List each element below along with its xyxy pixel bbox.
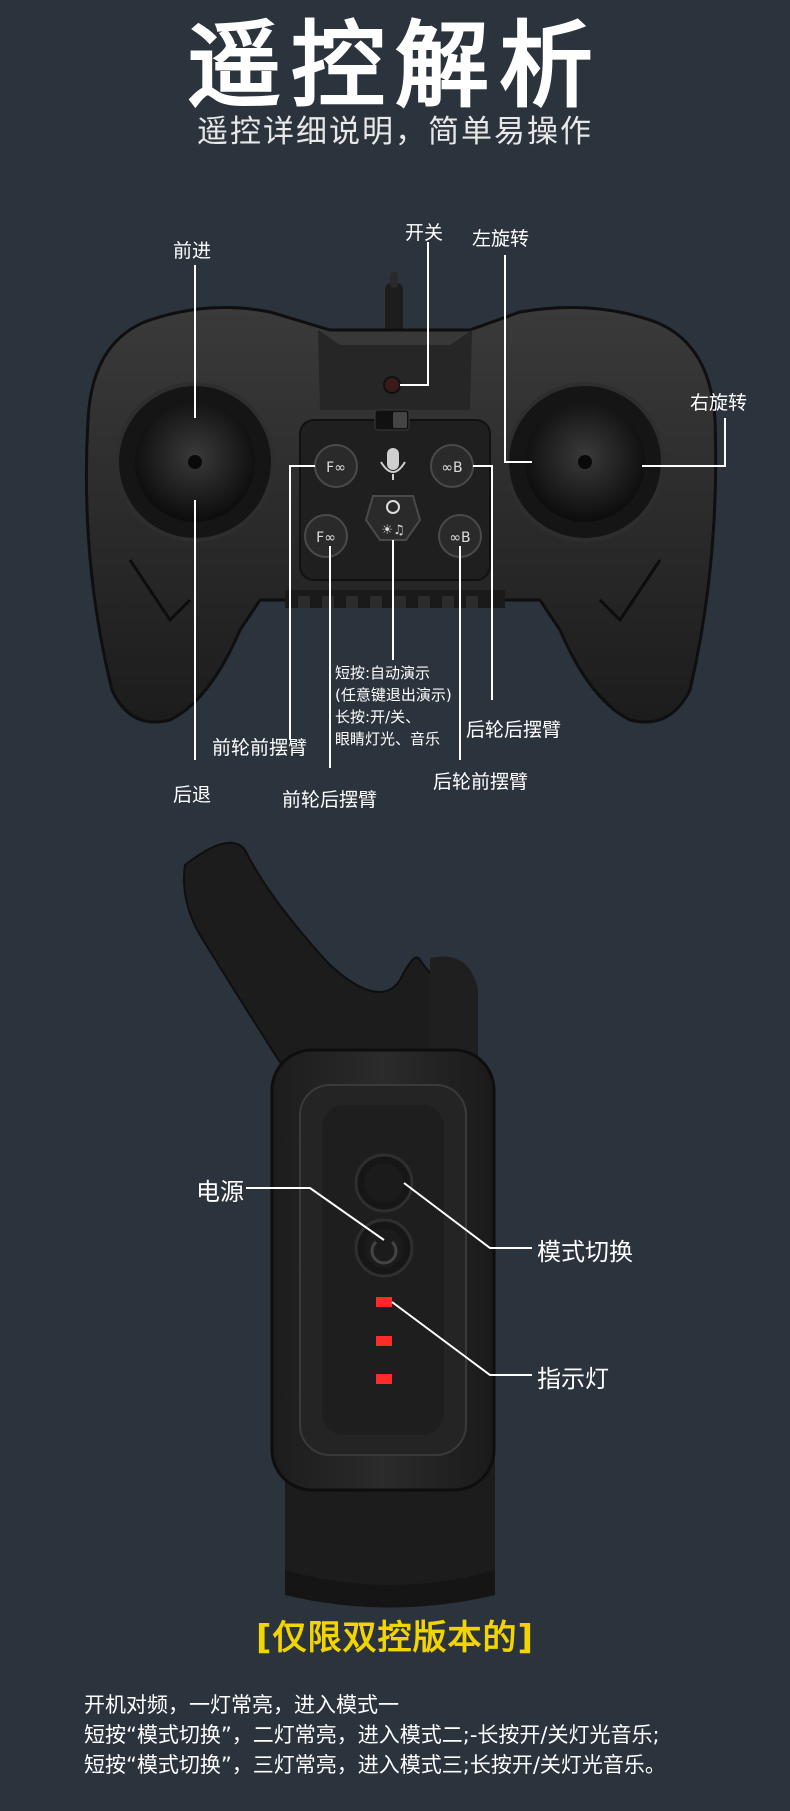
label-rear-wheel-rear-arm: 后轮后摆臂 [466,719,562,741]
label-rotate-left: 左旋转 [472,228,530,250]
rear-wheel-front-arm-button[interactable]: ∞B [438,514,482,558]
version-note: [仅限双控版本的] [255,1618,535,1658]
note-line: (任意键退出演示) [335,686,452,704]
note-line: 眼睛灯光、音乐 [335,730,441,748]
indicator-led-2 [376,1336,392,1346]
indicator-led-3 [376,1374,392,1384]
front-wheel-rear-arm-button[interactable]: F∞ [304,514,348,558]
wrist-callout-lines [246,1182,532,1376]
antenna [385,272,403,333]
power-button[interactable] [354,1218,414,1278]
center-button-note: 短按:自动演示 (任意键退出演示) 长按:开/关、 眼睛灯光、音乐 [335,662,452,750]
power-led [383,376,401,394]
label-rear-wheel-front-arm: 后轮前摆臂 [433,771,529,793]
demo-light-music-button[interactable]: ☀♫ [364,495,422,541]
rear-wheel-rear-arm-button[interactable]: ∞B [430,444,474,488]
label-forward: 前进 [173,240,212,262]
label-power: 电源 [196,1178,244,1206]
label-mode-switch: 模式切换 [537,1238,633,1266]
page-subtitle: 遥控详细说明，简单易操作 [197,114,593,150]
label-front-wheel-rear-arm: 前轮后摆臂 [282,789,378,811]
callout-lines [194,242,726,768]
wrist-remote [183,841,496,1608]
instruction-line: 短按“模式切换”，三灯常亮，进入模式三;长按开/关灯光音乐。 [84,1753,666,1777]
indicator-led-1 [376,1297,392,1307]
microphone-icon [380,448,406,480]
label-power-switch: 开关 [405,222,444,244]
front-wheel-front-arm-button[interactable]: F∞ [314,444,358,488]
svg-text:∞B: ∞B [449,530,470,546]
svg-text:∞B: ∞B [441,460,462,476]
instruction-line: 开机对频，一灯常亮，进入模式一 [84,1693,399,1717]
left-joystick[interactable] [115,382,275,542]
instructions: 开机对频，一灯常亮，进入模式一 短按“模式切换”，二灯常亮，进入模式二;-长按开… [84,1690,666,1780]
page-title: 遥控解析 [186,12,603,121]
label-indicator: 指示灯 [537,1365,609,1393]
svg-text:☀♫: ☀♫ [381,523,404,538]
right-joystick[interactable] [505,382,665,542]
note-line: 短按:自动演示 [335,664,431,682]
svg-text:F∞: F∞ [326,460,346,476]
power-icon [370,1240,398,1265]
mode-switch-button[interactable] [354,1153,414,1213]
instruction-line: 短按“模式切换”，二灯常亮，进入模式二;-长按开/关灯光音乐; [84,1723,660,1747]
label-rotate-right: 右旋转 [690,392,748,414]
label-front-wheel-front-arm: 前轮前摆臂 [212,737,308,759]
label-backward: 后退 [173,784,212,806]
note-line: 长按:开/关、 [335,708,421,726]
svg-text:F∞: F∞ [316,530,336,546]
